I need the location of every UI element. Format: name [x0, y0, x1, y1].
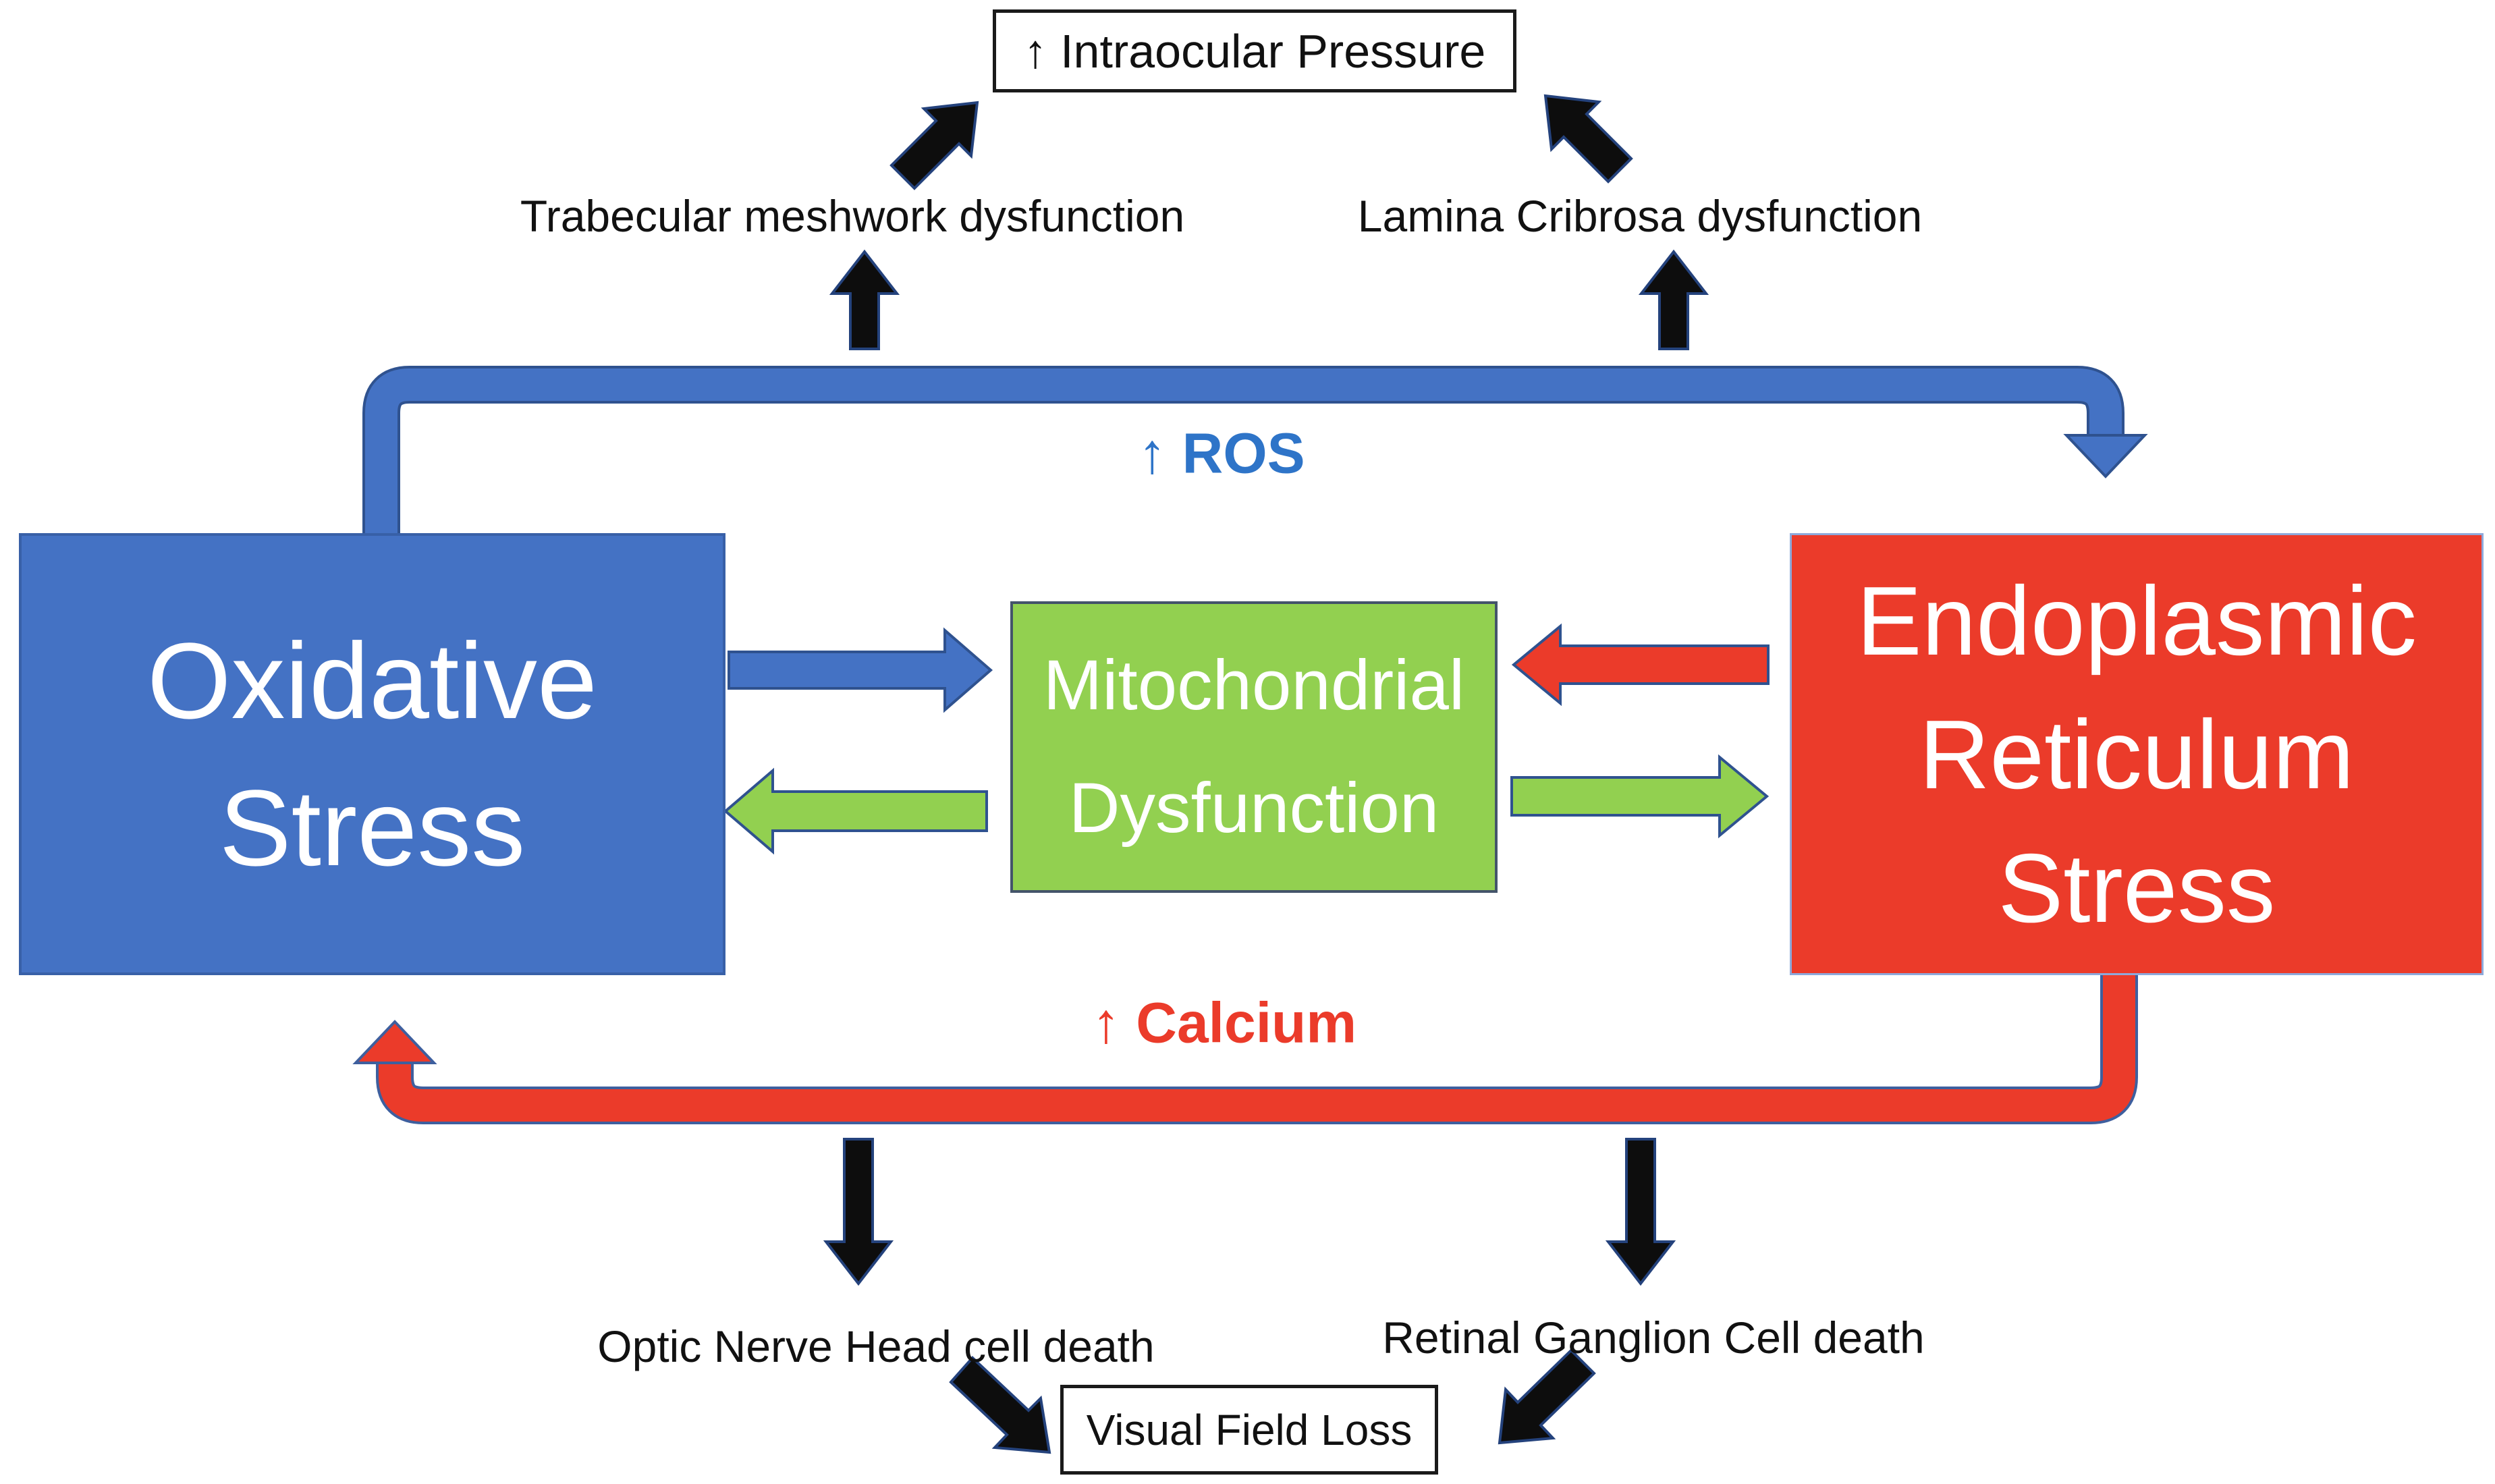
onh-down-arrow	[823, 1138, 894, 1286]
oxidative-stress-label-line2: Stress	[219, 767, 526, 888]
oxidative-stress-label-line1: Oxidative	[147, 620, 597, 741]
er-stress-label-line3: Stress	[1998, 833, 2276, 943]
trabecular-up-arrow	[829, 249, 900, 350]
visual-field-loss-label: Visual Field Loss	[1086, 1405, 1413, 1454]
intraocular-pressure-label: ↑ Intraocular Pressure	[1023, 24, 1486, 78]
node-visual-field-loss: Visual Field Loss	[1060, 1385, 1438, 1475]
label-ros: ↑ ROS	[1138, 421, 1305, 485]
er-stress-label-line1: Endoplasmic	[1856, 566, 2417, 676]
node-oxidative-stress: Oxidative Stress	[19, 533, 725, 975]
label-retinal-ganglion-cell-death: Retinal Ganglion Cell death	[1382, 1313, 1925, 1363]
label-optic-nerve-cell-death: Optic Nerve Head cell death	[597, 1321, 1155, 1371]
node-mitochondrial-dysfunction: Mitochondrial Dysfunction	[1010, 601, 1498, 893]
er-stress-label-line2: Reticulum	[1919, 699, 2355, 809]
node-intraocular-pressure: ↑ Intraocular Pressure	[993, 9, 1516, 92]
node-er-stress: Endoplasmic Reticulum Stress	[1790, 533, 2484, 975]
mitochondrial-dysfunction-label-line2: Dysfunction	[1068, 769, 1440, 848]
oxidative-to-mitochondrial-arrow	[728, 627, 993, 713]
label-lamina-dysfunction: Lamina Cribrosa dysfunction	[1357, 191, 1923, 241]
rgc-to-vfl-arrow	[1498, 1348, 1596, 1445]
trabecular-to-iop-arrow	[889, 101, 979, 190]
er-to-mitochondrial-arrow	[1511, 623, 1770, 707]
ros-feedback-arrow	[362, 366, 2148, 540]
label-calcium: ↑ Calcium	[1091, 991, 1357, 1055]
calcium-feedback-arrow	[352, 975, 2138, 1124]
label-trabecular-dysfunction: Trabecular meshwork dysfunction	[520, 191, 1185, 241]
mitochondrial-dysfunction-label-line1: Mitochondrial	[1043, 646, 1465, 725]
lamina-to-iop-arrow	[1543, 94, 1633, 184]
rgc-down-arrow	[1605, 1138, 1676, 1286]
mitochondrial-to-er-arrow	[1510, 754, 1770, 839]
mitochondrial-to-oxidative-arrow	[723, 767, 988, 855]
lamina-up-arrow	[1638, 249, 1709, 350]
onh-to-vfl-arrow	[949, 1356, 1051, 1454]
